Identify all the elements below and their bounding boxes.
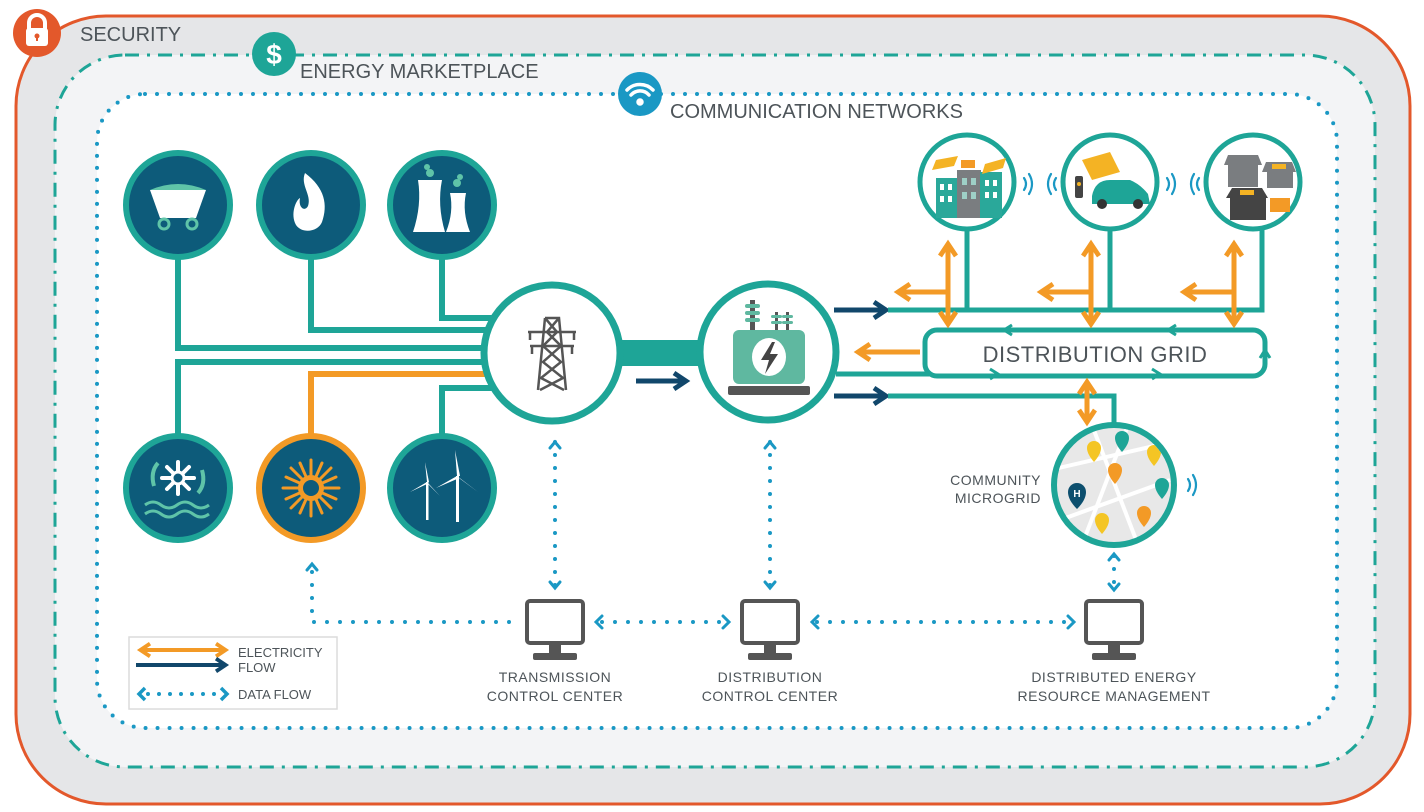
sun-icon: [281, 458, 341, 518]
network-label: COMMUNICATION NETWORKS: [670, 101, 963, 123]
community-microgrid[interactable]: H: [1050, 420, 1180, 550]
consumer-buildings[interactable]: [917, 132, 1017, 232]
legend-electricity-line2: FLOW: [238, 660, 276, 675]
transmission-hub[interactable]: [480, 281, 624, 425]
water-turbine-icon: [144, 460, 210, 519]
wifi-icon: [625, 82, 655, 106]
consumer-ev[interactable]: [1060, 132, 1160, 232]
wireless-signals: [1022, 172, 1201, 497]
map-icon: H: [1057, 428, 1171, 542]
transformer-icon: [728, 300, 810, 395]
control-center-derm[interactable]: DISTRIBUTED ENERGY RESOURCE MANAGEMENT: [1017, 599, 1210, 704]
control-center-distribution[interactable]: DISTRIBUTION CONTROL CENTER: [702, 599, 838, 704]
security-label: SECURITY: [80, 24, 181, 46]
control-center-transmission[interactable]: TRANSMISSION CONTROL CENTER: [487, 599, 623, 704]
source-natural-gas[interactable]: [256, 150, 366, 260]
control-center-label-line2: CONTROL CENTER: [702, 688, 838, 704]
orange-flows: [853, 239, 1244, 427]
substation-hub[interactable]: [696, 280, 840, 424]
network-badge: [618, 72, 662, 116]
control-center-label-line2: RESOURCE MANAGEMENT: [1017, 688, 1210, 704]
source-hydro[interactable]: [123, 433, 233, 543]
svg-text:H: H: [1073, 489, 1080, 500]
cooling-tower-icon: [413, 164, 470, 232]
marketplace-label: ENERGY MARKETPLACE: [300, 61, 539, 83]
network-layer: [95, 92, 1339, 730]
microgrid-label-line1: COMMUNITY: [950, 472, 1041, 488]
legend-data-flow-label: DATA FLOW: [238, 687, 312, 702]
wind-turbine-icon: [410, 450, 478, 522]
distribution-grid[interactable]: DISTRIBUTION GRID: [922, 323, 1272, 381]
computer-icon: [1084, 599, 1144, 660]
consumer-homes[interactable]: [1203, 132, 1303, 232]
generation-lines: [175, 255, 495, 440]
legend: ELECTRICITY FLOW DATA FLOW: [128, 636, 338, 710]
distribution-grid-label: DISTRIBUTION GRID: [983, 342, 1208, 367]
marketplace-badge: $: [252, 32, 296, 76]
data-flow-lines: [305, 439, 1121, 630]
source-nuclear[interactable]: [387, 150, 497, 260]
flame-icon: [293, 173, 325, 231]
transmission-bus: [612, 340, 712, 366]
lock-badge: [13, 9, 61, 57]
microgrid-label-line2: MICROGRID: [955, 490, 1041, 506]
control-center-label-line1: TRANSMISSION: [499, 669, 612, 685]
ev-charging-icon: [1075, 152, 1150, 209]
source-wind[interactable]: [387, 433, 497, 543]
buildings-icon: [932, 156, 1006, 218]
control-center-label-line2: CONTROL CENTER: [487, 688, 623, 704]
distribution-lines: [834, 228, 1265, 425]
coal-cart-icon: [150, 184, 206, 231]
lock-icon: [26, 13, 48, 46]
source-solar[interactable]: [256, 433, 366, 543]
legend-electricity-line1: ELECTRICITY: [238, 645, 323, 660]
dollar-icon: $: [266, 39, 282, 70]
transmission-tower-icon: [528, 316, 576, 392]
control-center-label-line1: DISTRIBUTION: [718, 669, 823, 685]
computer-icon: [740, 599, 800, 660]
houses-icon: [1224, 155, 1296, 220]
control-center-label-line1: DISTRIBUTED ENERGY: [1031, 669, 1197, 685]
computer-icon: [525, 599, 585, 660]
source-coal[interactable]: [123, 150, 233, 260]
